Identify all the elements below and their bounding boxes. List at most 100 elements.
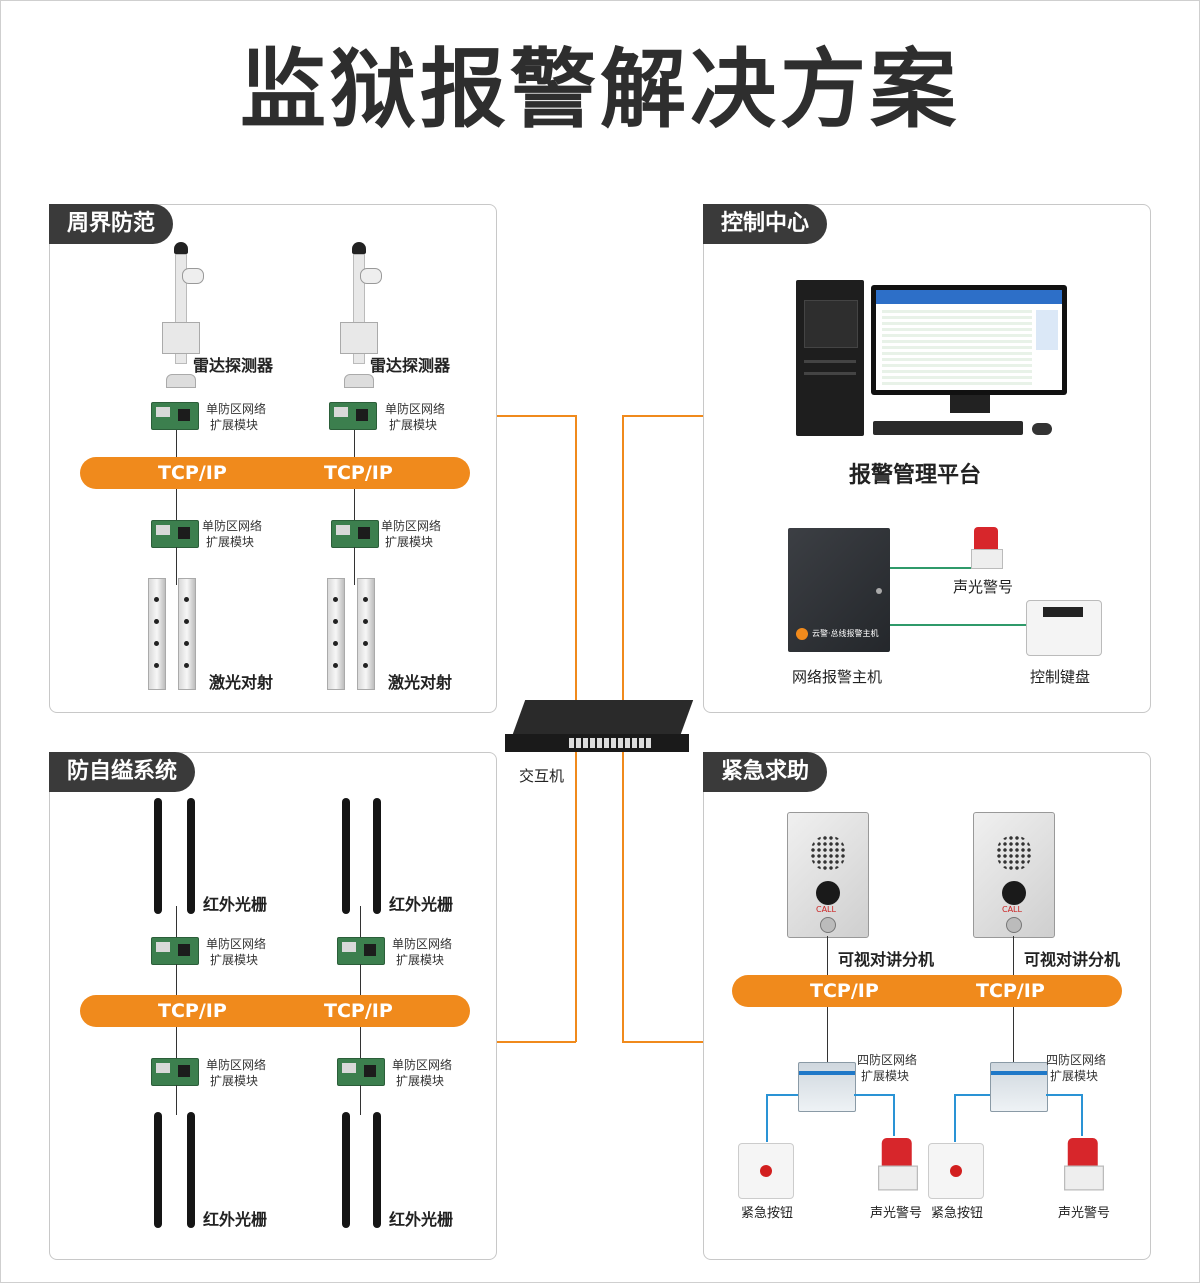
connector: [176, 547, 177, 585]
connector: [176, 1085, 177, 1115]
link-keypad: [890, 624, 1026, 626]
radar-detector: [158, 242, 204, 388]
connector: [360, 906, 361, 938]
infrared-grating: [342, 798, 350, 914]
connector: [354, 547, 355, 585]
video-intercom: CALL: [973, 812, 1055, 938]
wire: [766, 1094, 798, 1096]
pc-tower: [796, 280, 864, 436]
connector: [1013, 1007, 1014, 1062]
module-label: 单防区网络扩展模块: [206, 937, 267, 967]
four-zone-module: [990, 1062, 1048, 1112]
connector: [176, 964, 177, 996]
laser-beam-post: [148, 578, 166, 690]
network-module: [331, 520, 379, 548]
wire: [1046, 1094, 1082, 1096]
panic-button: [928, 1143, 984, 1199]
keyboard: [873, 421, 1023, 435]
wire: [1081, 1094, 1083, 1136]
monitor: [871, 285, 1067, 395]
connector: [176, 906, 177, 938]
siren-icon: [878, 1138, 918, 1191]
infrared-label: 红外光栅: [203, 1210, 268, 1229]
infrared-label: 红外光栅: [203, 895, 268, 914]
radar-detector: [336, 242, 382, 388]
infrared-grating: [373, 1112, 381, 1228]
keypad-label: 控制键盘: [1030, 668, 1091, 686]
laser-beam-post: [178, 578, 196, 690]
tcpip-bus: TCP/IP TCP/IP: [80, 457, 470, 489]
tcpip-label: TCP/IP: [324, 462, 393, 484]
platform-label: 报警管理平台: [849, 463, 982, 488]
control-keypad: [1026, 600, 1102, 656]
link-siren: [890, 567, 986, 569]
link-anticlimb: [575, 752, 577, 1042]
module-label: 单防区网络扩展模块: [392, 1058, 453, 1088]
host-brand: 云警·总线报警主机: [812, 629, 879, 638]
wire: [893, 1094, 895, 1136]
connector: [176, 489, 177, 521]
connector: [176, 1027, 177, 1059]
infrared-grating: [373, 798, 381, 914]
network-module: [337, 937, 385, 965]
laser-beam-post: [357, 578, 375, 690]
module-label: 单防区网络扩展模块: [385, 402, 446, 432]
module-label: 单防区网络扩展模块: [202, 519, 263, 549]
link-control: [622, 415, 704, 417]
link-control: [622, 415, 624, 705]
radar-label: 雷达探测器: [370, 356, 451, 375]
siren-label: 声光警号: [870, 1206, 923, 1221]
tcpip-label: TCP/IP: [158, 1000, 227, 1022]
link-emergency: [622, 1041, 704, 1043]
quad-module-label: 四防区网络扩展模块: [857, 1053, 918, 1083]
wire: [954, 1094, 990, 1096]
connector: [827, 1007, 828, 1062]
connector: [176, 428, 177, 458]
infrared-grating: [154, 798, 162, 914]
tcpip-bus: TCP/IP TCP/IP: [732, 975, 1122, 1007]
network-module: [337, 1058, 385, 1086]
module-label: 单防区网络扩展模块: [206, 402, 267, 432]
laser-beam-post: [327, 578, 345, 690]
network-module: [151, 1058, 199, 1086]
connector: [354, 428, 355, 458]
link-emergency: [622, 752, 624, 1042]
four-zone-module: [798, 1062, 856, 1112]
page-title: 监狱报警解决方案: [240, 40, 960, 140]
link-perimeter: [575, 415, 577, 705]
panic-label: 紧急按钮: [931, 1206, 984, 1221]
perimeter-tag: 周界防范: [49, 204, 174, 244]
alarm-host: 云警·总线报警主机: [788, 528, 890, 652]
infrared-label: 红外光栅: [389, 895, 454, 914]
infrared-grating: [342, 1112, 350, 1228]
connector: [360, 1027, 361, 1059]
monitor-stand: [950, 395, 990, 413]
wire: [954, 1094, 956, 1142]
siren-icon: [971, 527, 1003, 569]
connector: [354, 489, 355, 521]
connector: [1013, 936, 1014, 976]
intercom-label: 可视对讲分机: [1024, 950, 1121, 969]
wire: [766, 1094, 768, 1142]
intercom-label: 可视对讲分机: [838, 950, 935, 969]
infrared-grating: [187, 1112, 195, 1228]
siren-label: 声光警号: [1058, 1206, 1111, 1221]
quad-module-label: 四防区网络扩展模块: [1046, 1053, 1107, 1083]
control-tag: 控制中心: [703, 204, 828, 244]
module-label: 单防区网络扩展模块: [206, 1058, 267, 1088]
tcpip-label: TCP/IP: [976, 980, 1045, 1002]
siren-icon: [1064, 1138, 1104, 1191]
siren-label: 声光警号: [953, 578, 1014, 596]
panic-label: 紧急按钮: [741, 1206, 794, 1221]
wire: [854, 1094, 894, 1096]
connector: [360, 964, 361, 996]
switch-label: 交互机: [519, 767, 565, 785]
network-module: [151, 937, 199, 965]
tcpip-label: TCP/IP: [810, 980, 879, 1002]
laser-label: 激光对射: [209, 673, 274, 692]
network-switch: [505, 700, 694, 752]
connector: [360, 1085, 361, 1115]
link-perimeter: [496, 415, 576, 417]
infrared-grating: [154, 1112, 162, 1228]
alarm-host-label: 网络报警主机: [792, 668, 883, 686]
